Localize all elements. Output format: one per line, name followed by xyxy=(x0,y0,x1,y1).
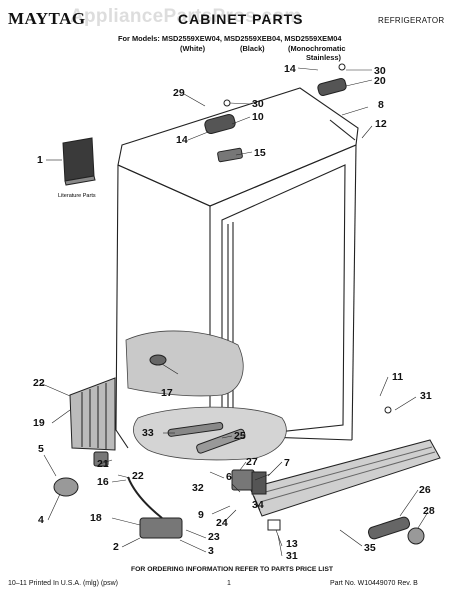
callout-9: 9 xyxy=(198,509,204,521)
callout-6: 6 xyxy=(226,471,232,483)
callout-17: 17 xyxy=(161,387,173,399)
callout-35: 35 xyxy=(364,542,376,554)
color-black: (Black) xyxy=(240,44,265,53)
leader-lines xyxy=(39,67,429,557)
callout-8: 8 xyxy=(378,99,384,111)
callout-31-bottom: 31 xyxy=(286,550,298,562)
callout-28: 28 xyxy=(423,505,435,517)
color-white: (White) xyxy=(180,44,206,53)
callout-30-top: 30 xyxy=(252,98,264,110)
toe-grille xyxy=(249,439,441,517)
section-title: CABINET PARTS xyxy=(178,11,304,27)
callout-labels: 29 30 10 14 15 1 14 30 20 8 12 17 22 19 … xyxy=(33,63,435,562)
callout-32: 32 xyxy=(192,482,204,494)
callout-24: 24 xyxy=(216,517,228,529)
callout-19: 19 xyxy=(33,417,45,429)
print-info: 10–11 Printed In U.S.A. (mlg) (psw) xyxy=(8,580,118,587)
callout-27: 27 xyxy=(246,456,258,468)
callout-26: 26 xyxy=(419,484,431,496)
callout-20: 20 xyxy=(374,75,386,87)
callout-10: 10 xyxy=(252,111,264,123)
callout-3: 3 xyxy=(208,545,214,557)
part-number: Part No. W10449070 Rev. B xyxy=(330,580,418,587)
callout-11: 11 xyxy=(392,371,403,383)
callout-21: 21 xyxy=(97,458,109,470)
ordering-notice: FOR ORDERING INFORMATION REFER TO PARTS … xyxy=(130,566,334,573)
callout-25: 25 xyxy=(234,430,246,442)
color-mono-line2: Stainless) xyxy=(306,53,341,62)
side-vent-grille xyxy=(69,377,116,451)
roller-assembly xyxy=(167,422,246,454)
callout-1: 1 xyxy=(37,154,43,166)
callout-31-right: 31 xyxy=(420,390,432,402)
color-mono-line1: (Monochromatic xyxy=(288,44,346,53)
callout-18: 18 xyxy=(90,512,102,524)
callout-14-right: 14 xyxy=(284,63,296,75)
callout-34: 34 xyxy=(252,499,264,511)
callout-5-left: 5 xyxy=(38,443,44,455)
top-hinge-parts xyxy=(204,63,347,163)
cabinet-shell xyxy=(115,87,359,449)
literature-parts-booklet xyxy=(62,137,96,186)
cutaway-shading-lower xyxy=(133,406,287,461)
callout-4: 4 xyxy=(38,514,44,526)
callout-22-bottom: 22 xyxy=(132,470,144,482)
watermark: AppliancePartsPros.com xyxy=(70,6,302,27)
callout-23: 23 xyxy=(208,531,220,543)
category-label: REFRIGERATOR xyxy=(378,16,445,25)
callout-29: 29 xyxy=(173,87,185,99)
lower-hardware xyxy=(53,406,425,545)
callout-22-top: 22 xyxy=(33,377,45,389)
literature-parts-label: Literature Parts xyxy=(58,193,96,199)
callout-13: 13 xyxy=(286,538,298,550)
callout-12: 12 xyxy=(375,118,387,130)
callout-16: 16 xyxy=(97,476,109,488)
models-line: For Models: MSD2559XEW04, MSD2559XEB04, … xyxy=(118,34,342,43)
callout-7: 7 xyxy=(284,457,290,469)
cutaway-shading-upper xyxy=(125,330,244,397)
callout-33: 33 xyxy=(142,427,154,439)
drain-cap xyxy=(149,354,167,366)
callout-15: 15 xyxy=(254,147,266,159)
brand-logo: MAYTAG xyxy=(8,9,86,28)
callout-30-right: 30 xyxy=(374,65,386,77)
page-number: 1 xyxy=(227,580,231,587)
callout-2: 2 xyxy=(113,541,119,553)
callout-14-left: 14 xyxy=(176,134,188,146)
